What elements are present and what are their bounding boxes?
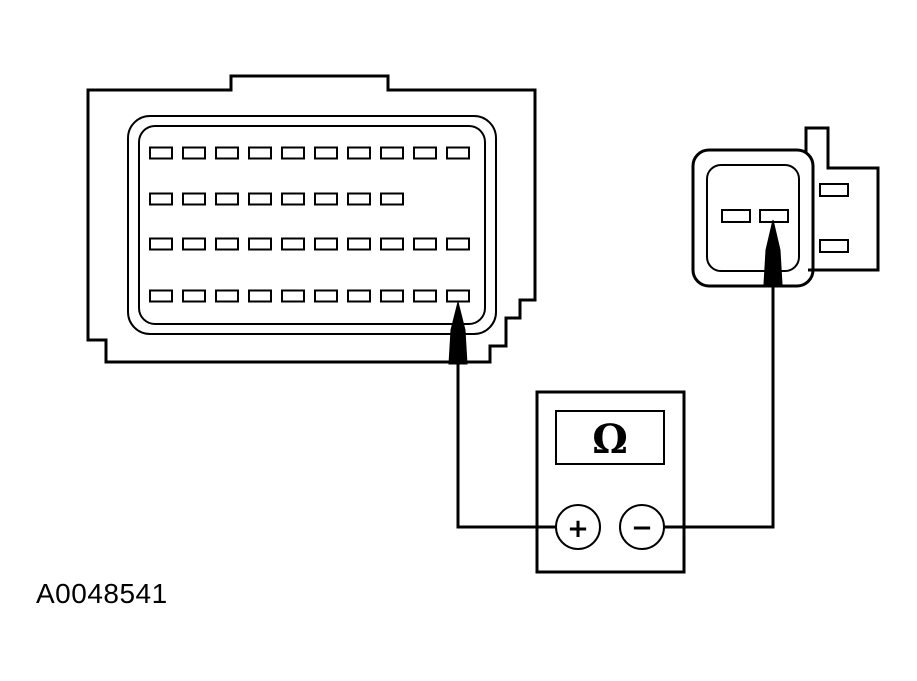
pin-row1-4 bbox=[248, 146, 272, 160]
pin-row4-7 bbox=[347, 289, 371, 303]
pin-row1-1 bbox=[149, 146, 173, 160]
pin-row3-10 bbox=[446, 237, 470, 251]
ohmmeter-display bbox=[555, 410, 665, 465]
pin-row3-4 bbox=[248, 237, 272, 251]
ohmmeter-body bbox=[535, 390, 686, 574]
large-connector-face-inner bbox=[138, 125, 486, 325]
negative-terminal bbox=[619, 504, 665, 550]
pin-row2-6 bbox=[314, 192, 338, 206]
large-connector bbox=[86, 74, 537, 364]
pin-row1-2 bbox=[182, 146, 206, 160]
pin-row2-2 bbox=[182, 192, 206, 206]
pin-row4-3 bbox=[215, 289, 239, 303]
test-leads bbox=[448, 219, 783, 529]
small-connector-latch bbox=[804, 126, 880, 272]
pin-row2-5 bbox=[281, 192, 305, 206]
negative-probe-tip bbox=[763, 219, 783, 285]
pin-row3-1 bbox=[149, 237, 173, 251]
pin-row3-6 bbox=[314, 237, 338, 251]
positive-lead-wire bbox=[456, 362, 556, 529]
small-connector-housing bbox=[691, 148, 815, 288]
cavity-2 bbox=[759, 209, 789, 223]
pin-row1-6 bbox=[314, 146, 338, 160]
pin-row4-5 bbox=[281, 289, 305, 303]
large-connector-pins bbox=[149, 146, 470, 303]
large-connector-face-outer bbox=[127, 115, 497, 335]
pin-row1-5 bbox=[281, 146, 305, 160]
positive-terminal bbox=[555, 504, 601, 550]
pin-row4-1 bbox=[149, 289, 173, 303]
pin-row3-8 bbox=[380, 237, 404, 251]
pin-row2-7 bbox=[347, 192, 371, 206]
pin-row4-8 bbox=[380, 289, 404, 303]
small-connector bbox=[691, 126, 880, 288]
small-connector-terminal-bottom bbox=[819, 239, 849, 253]
cavity-1 bbox=[721, 209, 751, 223]
pin-row3-2 bbox=[182, 237, 206, 251]
pin-row3-9 bbox=[413, 237, 437, 251]
small-connector-face bbox=[706, 164, 800, 272]
pin-row2-1 bbox=[149, 192, 173, 206]
pin-row1-9 bbox=[413, 146, 437, 160]
pin-row4-2 bbox=[182, 289, 206, 303]
positive-probe-tip bbox=[448, 301, 468, 365]
pin-row4-9 bbox=[413, 289, 437, 303]
ohmmeter: Ω + − bbox=[535, 390, 686, 574]
pin-row2-8 bbox=[380, 192, 404, 206]
pin-row2-3 bbox=[215, 192, 239, 206]
pin-row3-7 bbox=[347, 237, 371, 251]
pin-row1-10 bbox=[446, 146, 470, 160]
pin-row4-4 bbox=[248, 289, 272, 303]
pin-row4-10 bbox=[446, 289, 470, 303]
pin-row3-3 bbox=[215, 237, 239, 251]
ohm-symbol: Ω bbox=[592, 416, 628, 463]
small-connector-cavities bbox=[721, 209, 789, 223]
large-connector-housing bbox=[86, 74, 537, 364]
pin-row2-4 bbox=[248, 192, 272, 206]
pin-row1-8 bbox=[380, 146, 404, 160]
pin-row3-5 bbox=[281, 237, 305, 251]
pin-row1-3 bbox=[215, 146, 239, 160]
negative-terminal-label: − bbox=[631, 513, 653, 543]
negative-lead-wire bbox=[664, 282, 775, 529]
pin-row1-7 bbox=[347, 146, 371, 160]
figure-id-label: A0048541 bbox=[36, 578, 168, 609]
small-connector-terminal-top bbox=[819, 183, 849, 197]
positive-terminal-label: + bbox=[567, 514, 589, 544]
pin-row4-6 bbox=[314, 289, 338, 303]
